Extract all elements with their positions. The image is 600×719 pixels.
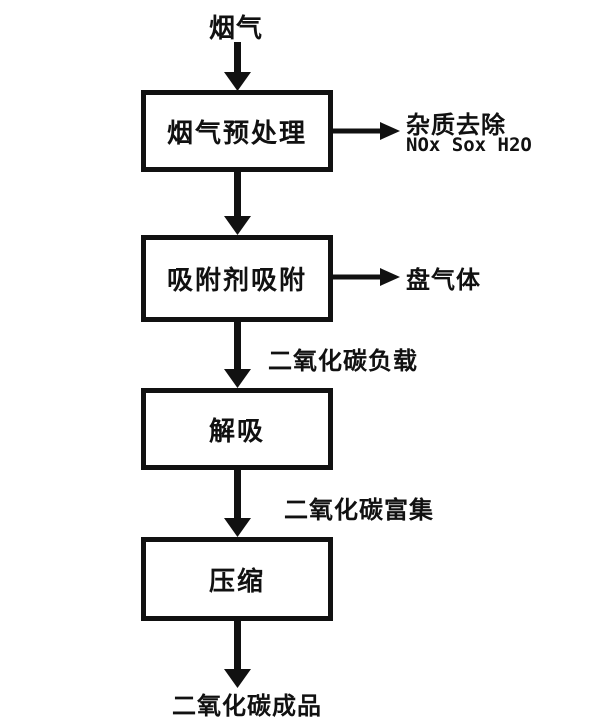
arrow-compression-to-product: [224, 620, 251, 688]
label-co2-enriched: 二氧化碳富集: [284, 497, 434, 524]
node-desorption: 解吸: [141, 388, 333, 470]
arrow-adsorption-to-desorption: [224, 321, 251, 388]
node-compression-label: 压缩: [208, 565, 265, 596]
label-co2-loaded: 二氧化碳负载: [268, 348, 418, 375]
label-vent-gas: 盘气体: [406, 267, 481, 294]
label-co2-product: 二氧化碳成品: [172, 693, 322, 719]
node-adsorbent-adsorption: 吸附剂吸附: [141, 235, 333, 322]
node-compression: 压缩: [141, 537, 333, 621]
arrow-pretreatment-to-impurity: [333, 122, 400, 140]
label-flue-gas: 烟气: [209, 13, 264, 43]
arrow-adsorption-to-vent: [333, 268, 400, 286]
arrow-pretreatment-to-adsorption: [224, 171, 251, 235]
node-desorption-label: 解吸: [208, 415, 265, 446]
node-adsorbent-adsorption-label: 吸附剂吸附: [166, 265, 307, 295]
arrow-desorption-to-compression: [224, 469, 251, 537]
label-impurity-removal: 杂质去除: [406, 112, 506, 139]
node-flue-gas-pretreatment: 烟气预处理: [141, 90, 333, 172]
node-flue-gas-pretreatment-label: 烟气预处理: [166, 117, 307, 148]
arrow-source-to-pretreatment: [224, 42, 251, 91]
label-nox-sox-h2o: NOx Sox H2O: [406, 134, 532, 156]
